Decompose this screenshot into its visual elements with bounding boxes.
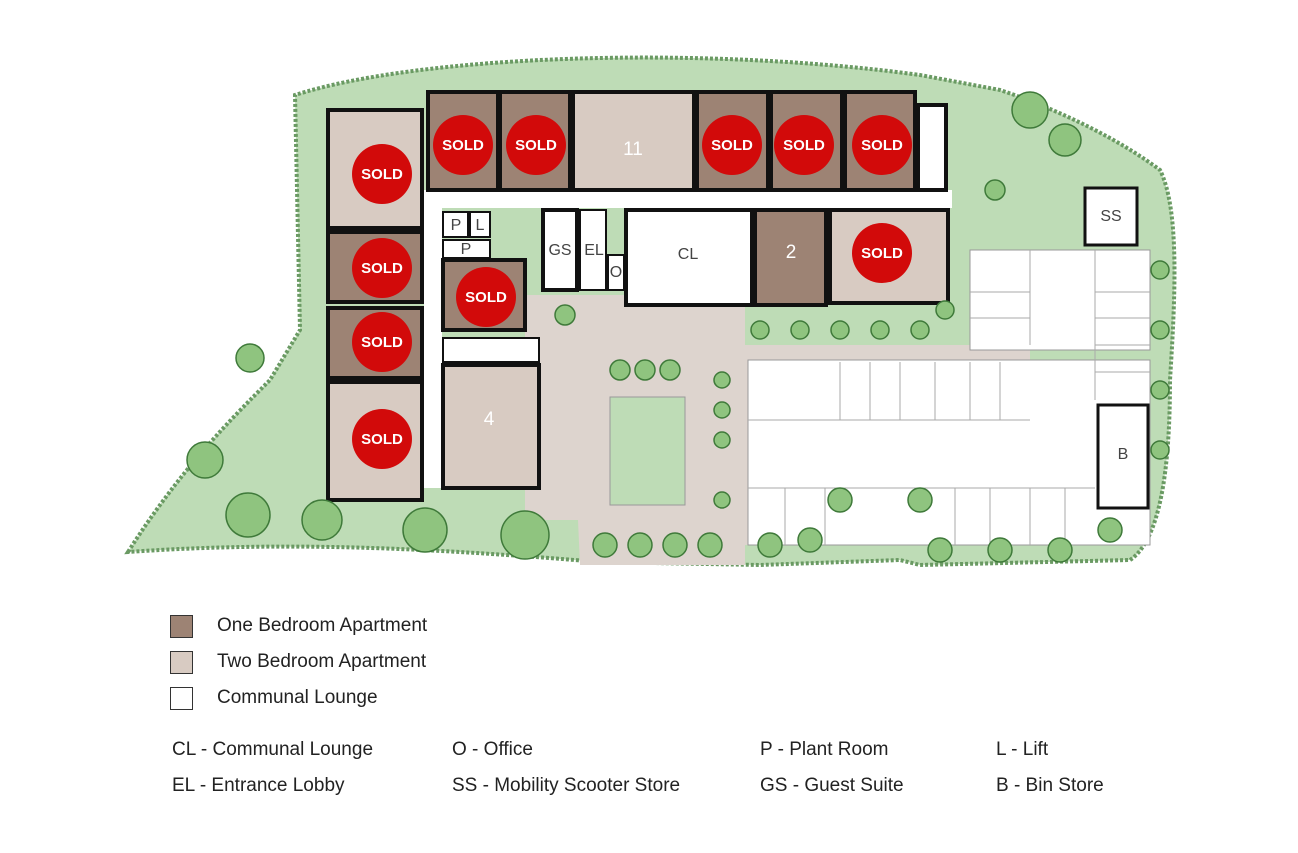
abbreviation: EL - Entrance Lobby xyxy=(172,775,345,796)
svg-text:SOLD: SOLD xyxy=(783,137,825,154)
sold-badge: SOLD xyxy=(352,144,412,204)
legend-label: Communal Lounge xyxy=(217,687,378,708)
unit-number: 2 xyxy=(786,242,797,263)
corridor-vertical xyxy=(424,200,442,488)
legend-swatch xyxy=(170,614,193,638)
plant-room[interactable] xyxy=(442,211,469,238)
north-compass: N E S W xyxy=(1085,590,1167,600)
room-label: P xyxy=(461,241,472,258)
sold-badge: SOLD xyxy=(852,115,912,175)
lift[interactable] xyxy=(469,211,491,238)
legend-item-two-bed: Two Bedroom Apartment xyxy=(170,644,427,680)
room-label: EL xyxy=(584,242,604,259)
room-label: SS xyxy=(1100,208,1121,225)
unit-4[interactable] xyxy=(441,363,541,490)
guest-suite[interactable] xyxy=(541,208,579,292)
svg-text:SOLD: SOLD xyxy=(515,137,557,154)
unit-number: 4 xyxy=(484,409,495,430)
abbreviation: GS - Guest Suite xyxy=(760,775,904,796)
abbreviation: B - Bin Store xyxy=(996,775,1104,796)
room-label: P xyxy=(451,217,462,234)
corridor xyxy=(422,190,952,208)
car-park-top xyxy=(969,249,1151,351)
legend-swatch xyxy=(170,650,193,674)
room-label: GS xyxy=(548,242,571,259)
abbreviation: O - Office xyxy=(452,739,533,760)
trees xyxy=(186,91,1170,563)
abbreviation: L - Lift xyxy=(996,739,1049,760)
svg-text:SOLD: SOLD xyxy=(361,166,403,183)
svg-text:SOLD: SOLD xyxy=(861,137,903,154)
sold-badge: SOLD xyxy=(456,267,516,327)
sold-badge: SOLD xyxy=(352,409,412,469)
unit-2[interactable] xyxy=(753,208,828,307)
legend: One Bedroom Apartment Two Bedroom Apartm… xyxy=(170,608,427,716)
abbreviation: SS - Mobility Scooter Store xyxy=(452,775,681,796)
legend-label: One Bedroom Apartment xyxy=(217,615,428,636)
legend-item-communal: Communal Lounge xyxy=(170,680,427,716)
sold-badge: SOLD xyxy=(352,238,412,298)
unit-11[interactable] xyxy=(571,90,696,192)
svg-text:SOLD: SOLD xyxy=(465,289,507,306)
entrance-lobby[interactable] xyxy=(579,209,607,291)
svg-text:SOLD: SOLD xyxy=(711,137,753,154)
svg-text:SOLD: SOLD xyxy=(361,431,403,448)
legend-item-one-bed: One Bedroom Apartment xyxy=(170,608,427,644)
unit-number: 11 xyxy=(623,139,643,160)
room-label: B xyxy=(1118,446,1129,463)
parking-bays xyxy=(748,250,1150,545)
sold-badge: SOLD xyxy=(506,115,566,175)
sold-badge: SOLD xyxy=(702,115,762,175)
sold-badge: SOLD xyxy=(852,223,912,283)
stairs xyxy=(442,337,540,363)
room-label: O xyxy=(610,264,622,281)
bin-store[interactable] xyxy=(1096,403,1150,510)
room-label: CL xyxy=(678,246,699,263)
svg-text:SOLD: SOLD xyxy=(361,334,403,351)
room-label: L xyxy=(476,217,485,234)
site-plan: SOLD SOLD SOLD SOLD SOLD SOLD SOLD SOLD … xyxy=(124,55,1177,600)
stair-core xyxy=(916,103,948,192)
svg-text:SOLD: SOLD xyxy=(861,245,903,262)
svg-text:SOLD: SOLD xyxy=(361,260,403,277)
car-park xyxy=(747,359,1151,546)
communal-lounge[interactable] xyxy=(624,208,754,307)
sold-badge: SOLD xyxy=(352,312,412,372)
abbreviation: CL - Communal Lounge xyxy=(172,739,374,760)
courtyard-lawn xyxy=(609,396,686,506)
legend-swatch xyxy=(170,686,193,710)
svg-text:SOLD: SOLD xyxy=(442,137,484,154)
abbreviation: P - Plant Room xyxy=(760,739,889,760)
legend-label: Two Bedroom Apartment xyxy=(217,651,427,672)
sold-badge: SOLD xyxy=(774,115,834,175)
sold-badge: SOLD xyxy=(433,115,493,175)
scooter-store[interactable] xyxy=(1083,186,1139,247)
